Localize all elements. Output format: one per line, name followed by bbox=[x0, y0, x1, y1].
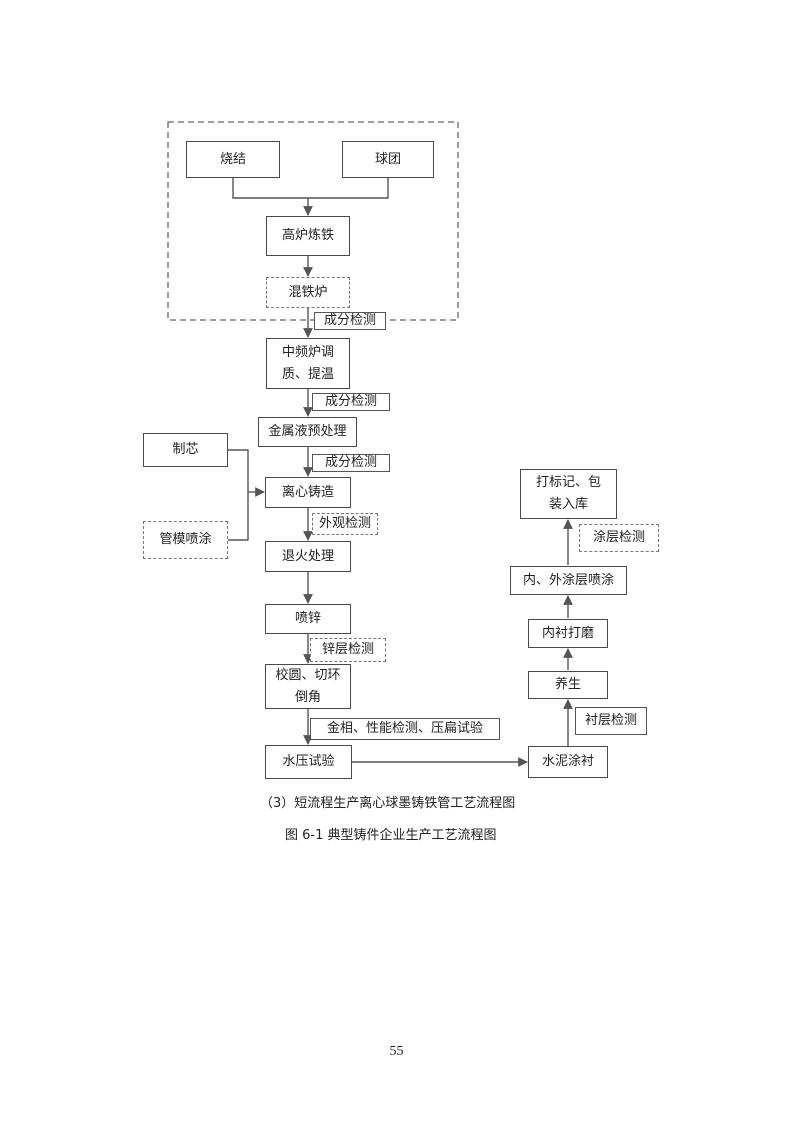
connector-core-making bbox=[228, 449, 249, 492]
subfigure-caption: （3）短流程生产离心球墨铸铁管工艺流程图 bbox=[260, 796, 516, 811]
node-lining-grinding: 内衬打磨 bbox=[528, 619, 608, 648]
dashed-group-frame bbox=[167, 121, 459, 321]
node-marking: 打标记、包 装入库 bbox=[520, 469, 617, 519]
connector-sintering bbox=[232, 178, 308, 199]
node-zinc-spray: 喷锌 bbox=[265, 604, 351, 634]
node-hydro-test: 水压试验 bbox=[265, 745, 352, 779]
node-core-making: 制芯 bbox=[143, 433, 228, 467]
check-appearance: 外观检测 bbox=[312, 513, 378, 535]
node-blast-furnace: 高炉炼铁 bbox=[266, 216, 350, 256]
node-pretreatment: 金属液预处理 bbox=[258, 417, 357, 447]
node-pellet: 球团 bbox=[342, 141, 434, 178]
check-composition-3: 成分检测 bbox=[312, 454, 390, 472]
check-lining: 衬层检测 bbox=[575, 707, 647, 735]
node-cement-lining: 水泥涂衬 bbox=[528, 746, 608, 778]
check-composition-2: 成分检测 bbox=[312, 393, 390, 411]
node-mold-coating: 管模喷涂 bbox=[143, 521, 228, 559]
page-number: 55 bbox=[389, 1044, 404, 1059]
node-annealing: 退火处理 bbox=[265, 541, 351, 572]
node-coating: 内、外涂层喷涂 bbox=[510, 566, 627, 595]
connector-pellet bbox=[308, 178, 389, 199]
connector-mold-coating bbox=[228, 492, 249, 541]
figure-caption: 图 6-1 典型铸件企业生产工艺流程图 bbox=[285, 828, 497, 843]
node-sintering: 烧结 bbox=[186, 141, 280, 178]
check-composition-1: 成分检测 bbox=[314, 312, 386, 330]
check-metallography: 金相、性能检测、压扁试验 bbox=[310, 718, 500, 740]
node-mf-furnace: 中频炉调 质、提温 bbox=[266, 338, 350, 389]
node-centrifugal-casting: 离心铸造 bbox=[265, 477, 351, 508]
node-mixer: 混铁炉 bbox=[266, 277, 350, 308]
check-zinc-layer: 锌层检测 bbox=[310, 638, 386, 662]
check-coating: 涂层检测 bbox=[579, 524, 659, 552]
node-curing: 养生 bbox=[528, 671, 608, 699]
node-rounding: 校圆、切环 倒角 bbox=[265, 664, 351, 709]
